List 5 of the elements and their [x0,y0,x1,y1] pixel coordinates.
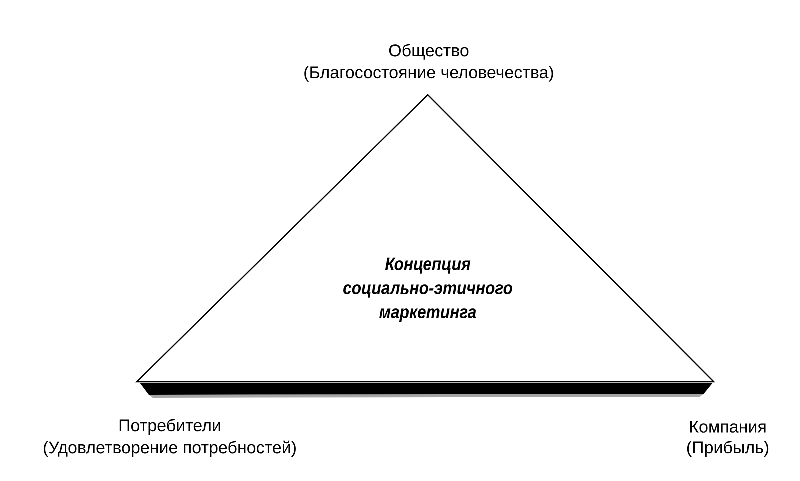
vertex-label: Компания [690,421,766,433]
vertex-label: Общество [389,44,469,60]
vertex-label: Потребители [120,419,220,435]
vertex-sublabel: (Удовлетворение потребностей) [44,440,296,458]
vertex-sublabel: (Прибыль) [687,441,769,457]
